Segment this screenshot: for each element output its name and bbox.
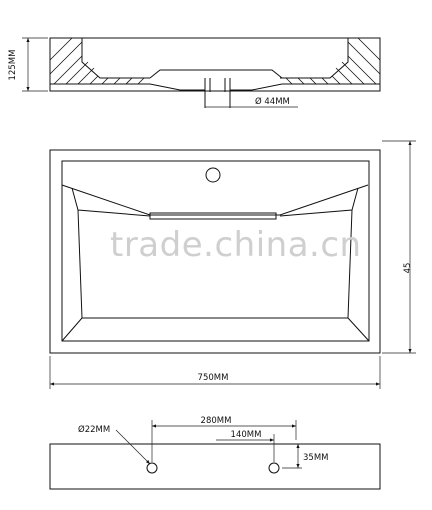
- hole-spacing-outer-label: 280MM: [201, 416, 232, 426]
- depth-dimension: 125MM: [8, 37, 48, 92]
- hole-left: [146, 462, 158, 474]
- depth-label: 125MM: [8, 50, 18, 81]
- faucet-hole: [205, 167, 221, 183]
- left-wall-hatch: [49, 37, 145, 85]
- hole-right: [268, 462, 280, 474]
- overflow-slot: [149, 212, 277, 220]
- top-view: trade.china.cn 45 750MM: [49, 140, 416, 389]
- hole-spacing-outer-dimension: 280MM: [151, 416, 297, 462]
- drain-diameter-label: Ø 44MM: [255, 96, 290, 107]
- watermark: trade.china.cn: [110, 225, 362, 265]
- right-wall-hatch: [285, 37, 381, 85]
- hole-spacing-inner-dimension: 140MM: [216, 430, 275, 462]
- width-label: 750MM: [198, 373, 229, 383]
- front-view: Ø22MM 280MM 140MM 35MM: [49, 416, 381, 490]
- length-dimension: 45: [382, 140, 416, 354]
- width-dimension: 750MM: [49, 356, 381, 389]
- hole-diameter-callout: Ø22MM: [78, 424, 151, 465]
- length-label: 45: [403, 263, 413, 274]
- hole-offset-label: 35MM: [303, 453, 328, 463]
- drain-dimension: Ø 44MM: [205, 96, 298, 108]
- hole-spacing-inner-label: 140MM: [231, 430, 262, 440]
- hole-diameter-label: Ø22MM: [78, 424, 110, 435]
- hole-offset-dimension: 35MM: [282, 444, 328, 469]
- section-view: 125MM Ø 44MM: [8, 37, 381, 108]
